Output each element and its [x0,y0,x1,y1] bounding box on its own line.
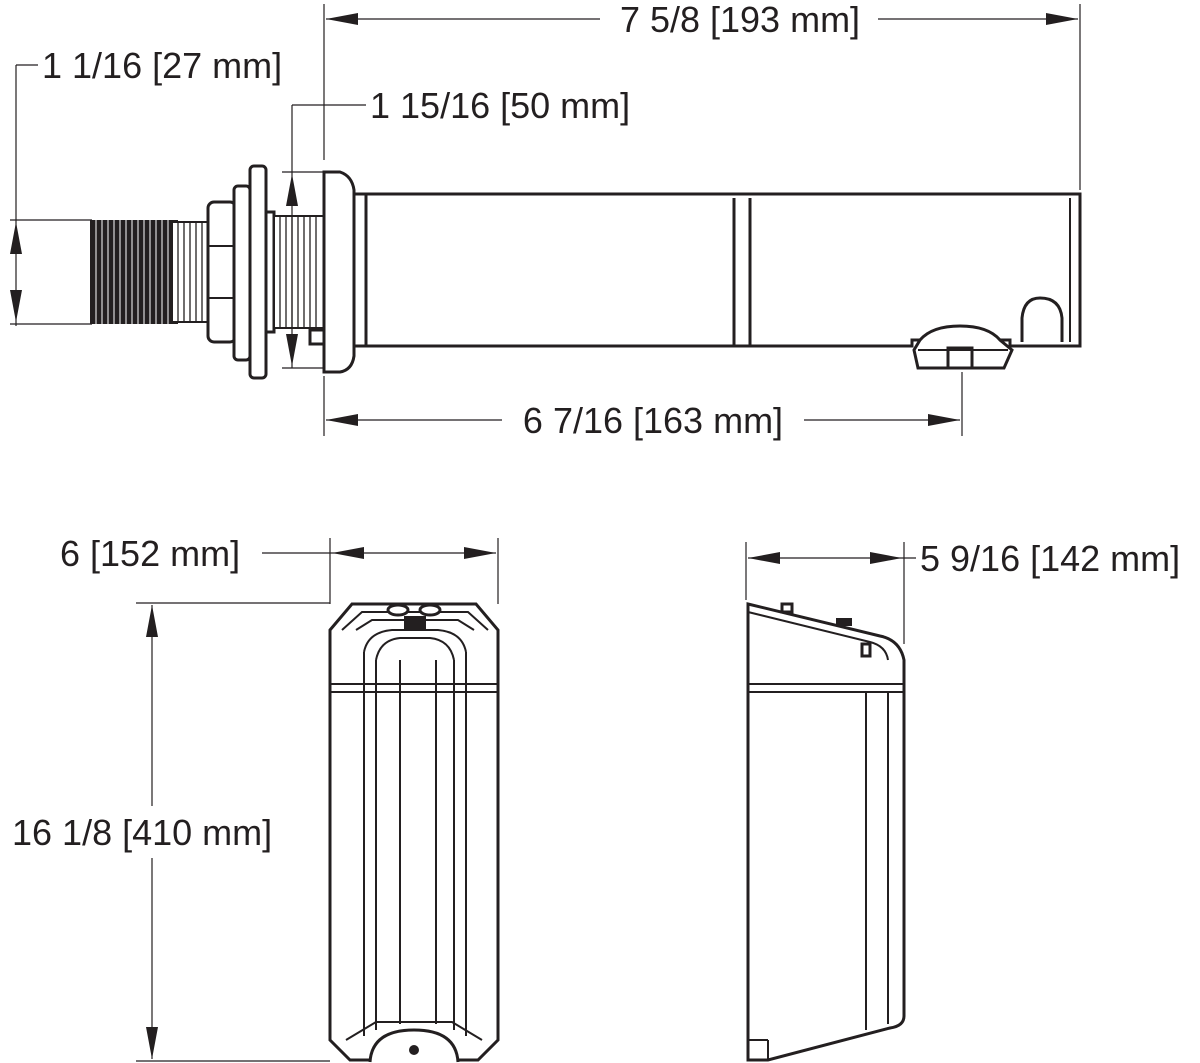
dim-box-height: 16 1/8 [410 mm] [12,602,330,1062]
label-box-height: 16 1/8 [410 mm] [12,812,272,853]
threaded-shank-outer [90,220,178,324]
box-front-outline [328,602,500,1062]
sensor-window [1020,296,1064,342]
indicator-dot [409,1045,419,1055]
label-flange-diameter: 1 15/16 [50 mm] [370,85,630,126]
control-box-front-view [328,602,500,1063]
dim-overall-length: 7 5/8 [193 mm] [323,0,1081,190]
mounting-plate [248,164,268,380]
dim-box-depth: 5 9/16 [142 mm] [745,538,1180,644]
dim-flange-diameter: 1 15/16 [50 mm] [282,85,630,369]
thread-lines [95,220,169,324]
spout-flange [322,170,356,374]
dim-spout-reach: 6 7/16 [163 mm] [323,372,963,441]
label-box-depth: 5 9/16 [142 mm] [920,538,1180,579]
label-box-width: 6 [152 mm] [60,533,240,574]
label-spout-reach: 6 7/16 [163 mm] [523,400,783,441]
dim-thread-diameter: 1 1/16 [27 mm] [10,45,282,326]
washer [232,184,252,362]
spout-body [352,192,1082,348]
label-overall-length: 7 5/8 [193 mm] [620,0,860,40]
spout-side-view [90,164,1082,380]
box-side-outline [746,602,906,1062]
control-box-side-view [746,602,906,1062]
hex-nut [206,200,238,344]
dim-box-width: 6 [152 mm] [60,533,499,604]
label-thread-diameter: 1 1/16 [27 mm] [42,45,282,86]
